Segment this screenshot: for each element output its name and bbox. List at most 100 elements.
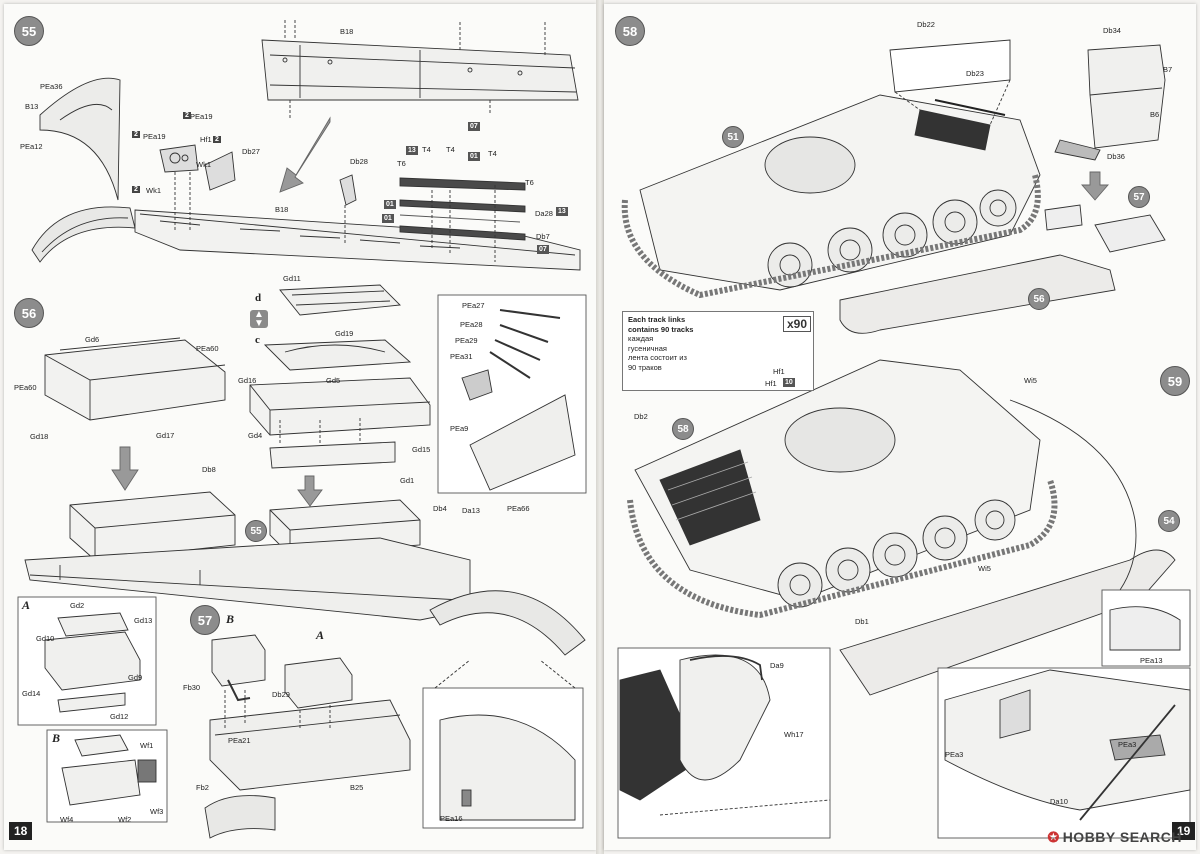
step-ref-58: 58 — [672, 418, 694, 440]
note-line-ru: 90 траков — [628, 362, 662, 372]
label-db4: Db4 — [433, 504, 447, 513]
mount-parts — [159, 144, 199, 173]
label-gd11: Gd11 — [283, 274, 301, 283]
step-ref-55: 55 — [245, 520, 267, 542]
note-line: Each track links — [628, 315, 686, 324]
paint-code: 10 — [783, 378, 795, 387]
label-gd10: Gd10 — [36, 634, 55, 643]
paint-code: 01 — [382, 214, 394, 223]
subview-a-letter: A — [22, 598, 31, 612]
step-ref-51: 51 — [722, 126, 744, 148]
label-gd16: Gd16 — [238, 376, 257, 385]
part-db36 — [1054, 139, 1101, 161]
track-59 — [627, 479, 1058, 619]
step-number-58: 58 — [615, 16, 645, 46]
shelf-b18 — [134, 209, 581, 271]
label-gd4: Gd4 — [248, 431, 263, 440]
label-db1: Db1 — [855, 617, 869, 626]
down-arrow-56b — [297, 475, 323, 507]
subview-a-part — [44, 612, 141, 713]
label-pea3: PEa3 — [1118, 740, 1137, 749]
label-pea9: PEa9 — [450, 424, 469, 433]
step-ref-54: 54 — [1158, 510, 1180, 532]
step57-drawing — [204, 634, 411, 839]
label-da13: Da13 — [462, 506, 480, 515]
note-text: Each track links contains 90 tracks кажд… — [628, 315, 724, 372]
label-gd18: Gd18 — [30, 432, 49, 441]
label-pea12: PEa12 — [20, 142, 43, 151]
box-arrow-58 — [1081, 171, 1109, 201]
label-pea29: PEa29 — [455, 336, 478, 345]
label-pea60: PEa60 — [196, 344, 219, 353]
qty-badge: 2 — [132, 186, 140, 193]
label-pea13: PEa13 — [1140, 656, 1163, 665]
qty-badge: 2 — [183, 112, 191, 119]
label-pea36: PEa36 — [40, 82, 63, 91]
subview-a-letter-57: A — [316, 628, 325, 642]
bracket-db28 — [339, 174, 357, 206]
paint-code: 07 — [468, 122, 480, 131]
label-b25: B25 — [350, 783, 364, 792]
label-pea16: PEa16 — [440, 814, 463, 823]
box-assembled-2 — [69, 491, 236, 561]
fender-rear — [31, 206, 136, 263]
note-line-ru: лента состоит из — [628, 353, 687, 362]
down-arrow — [279, 116, 331, 193]
paint-code: 07 — [537, 245, 549, 254]
box-57b — [211, 634, 266, 687]
label-pea28: PEa28 — [460, 320, 483, 329]
shelf-57 — [209, 699, 411, 791]
label-pea19: PEa19 — [190, 112, 213, 121]
label-pea19: PEa19 — [143, 132, 166, 141]
label-da28: Da28 — [535, 209, 553, 218]
step-ref-56: 56 — [1028, 288, 1050, 310]
label-db27: Db27 — [242, 147, 260, 156]
step-number-57: 57 — [190, 605, 220, 635]
label-gd12: Gd12 — [110, 712, 129, 721]
label-db8: Db8 — [202, 465, 216, 474]
label-gd14: Gd14 — [22, 689, 41, 698]
label-fb2: Fb2 — [196, 783, 209, 792]
note-line-ru: каждая — [628, 334, 654, 343]
step58-drawing — [621, 39, 1166, 334]
swap-icon: ▲▼ — [250, 310, 268, 329]
down-arrow-56a — [111, 446, 139, 491]
label-b7: B7 — [1163, 65, 1173, 74]
label-gd5: Gd5 — [326, 376, 341, 385]
note-line-ru: гусеничная — [628, 343, 667, 353]
label-pea31: PEa31 — [450, 352, 473, 361]
label-gd2: Gd2 — [70, 601, 85, 610]
hobby-search-logo-icon: ✪ — [1047, 829, 1060, 845]
label-pea60: PEa60 — [14, 383, 37, 392]
label-db23: Db23 — [966, 69, 984, 78]
label-db34: Db34 — [1103, 26, 1121, 35]
label-db29: Db29 — [272, 690, 290, 699]
label-wi5: Wi5 — [1024, 376, 1037, 385]
box-db34 — [1087, 44, 1166, 149]
watermark: ✪HOBBY SEARCH — [1047, 829, 1182, 846]
fender-57 — [204, 795, 276, 839]
label-wf1: Wf1 — [140, 741, 154, 750]
cable-59 — [1009, 399, 1137, 591]
label-hf1: Hf1 — [765, 379, 777, 388]
step-number-56: 56 — [14, 298, 44, 328]
option-d: d — [255, 292, 262, 304]
label-hf1: Hf1 — [773, 367, 785, 376]
label-b13: B13 — [25, 102, 39, 111]
label-t4: T4 — [446, 145, 455, 154]
label-gd1: Gd1 — [400, 476, 415, 485]
track-bars — [399, 177, 526, 191]
fender-58 — [839, 254, 1116, 334]
page-number-right: 19 — [1172, 822, 1196, 840]
label-wk1: Wk1 — [196, 160, 211, 169]
label-da10: Da10 — [1050, 797, 1068, 806]
label-gd17: Gd17 — [156, 431, 175, 440]
track-58 — [621, 174, 1041, 299]
label-wf3: Wf3 — [150, 807, 164, 816]
subview-b-part — [61, 734, 141, 806]
fender-59 — [839, 549, 1176, 696]
label-b18: B18 — [340, 27, 354, 36]
label-db28: Db28 — [350, 157, 368, 166]
label-t4: T4 — [488, 149, 497, 158]
paint-code: 01 — [468, 152, 480, 161]
